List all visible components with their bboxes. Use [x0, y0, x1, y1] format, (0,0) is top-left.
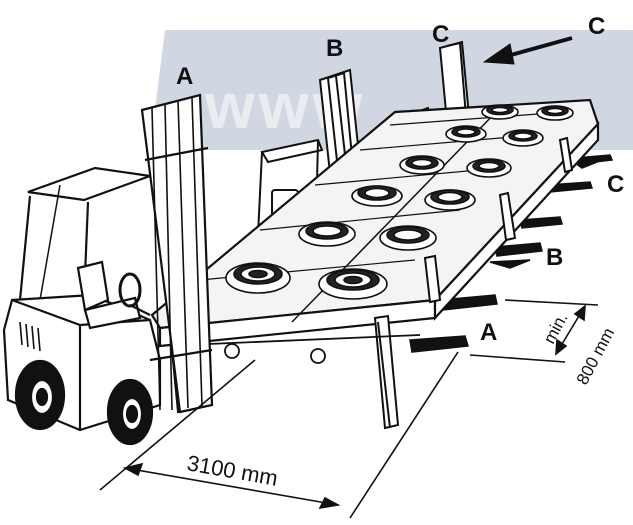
c-direction-arrow — [482, 36, 573, 65]
fan — [481, 104, 519, 120]
fan — [379, 225, 437, 251]
cooler-right-side — [433, 121, 600, 321]
dimension-3100 — [99, 351, 459, 519]
fan — [445, 125, 487, 143]
cooler-pipes — [184, 334, 421, 364]
fan — [536, 105, 574, 121]
dimension-length-label: 3100 mm — [185, 450, 280, 491]
fan — [225, 262, 291, 294]
fan — [424, 189, 476, 211]
label-side-b: B — [546, 244, 563, 271]
dimension-min-label: min. — [540, 310, 572, 347]
fan — [399, 155, 445, 175]
label-mast-b: B — [326, 35, 343, 62]
label-mast-c: C — [432, 21, 449, 48]
label-mast-a: A — [176, 63, 193, 90]
fan — [502, 129, 544, 147]
fan-grid — [225, 104, 574, 300]
fan — [318, 268, 388, 300]
dimension-spacing-label: 800 mm — [573, 325, 619, 388]
cooler-unit — [150, 98, 600, 430]
fan — [351, 185, 403, 207]
forklift-a-wheel-rear — [14, 359, 66, 431]
fan — [466, 158, 512, 178]
label-arrow-c: C — [588, 13, 605, 40]
forklift-a — [2, 93, 214, 446]
label-side-a: A — [480, 319, 497, 346]
dimension-800 — [469, 299, 599, 363]
fan — [298, 221, 356, 247]
label-side-c: C — [607, 171, 624, 198]
forklift-a-wheel-front — [106, 378, 154, 446]
